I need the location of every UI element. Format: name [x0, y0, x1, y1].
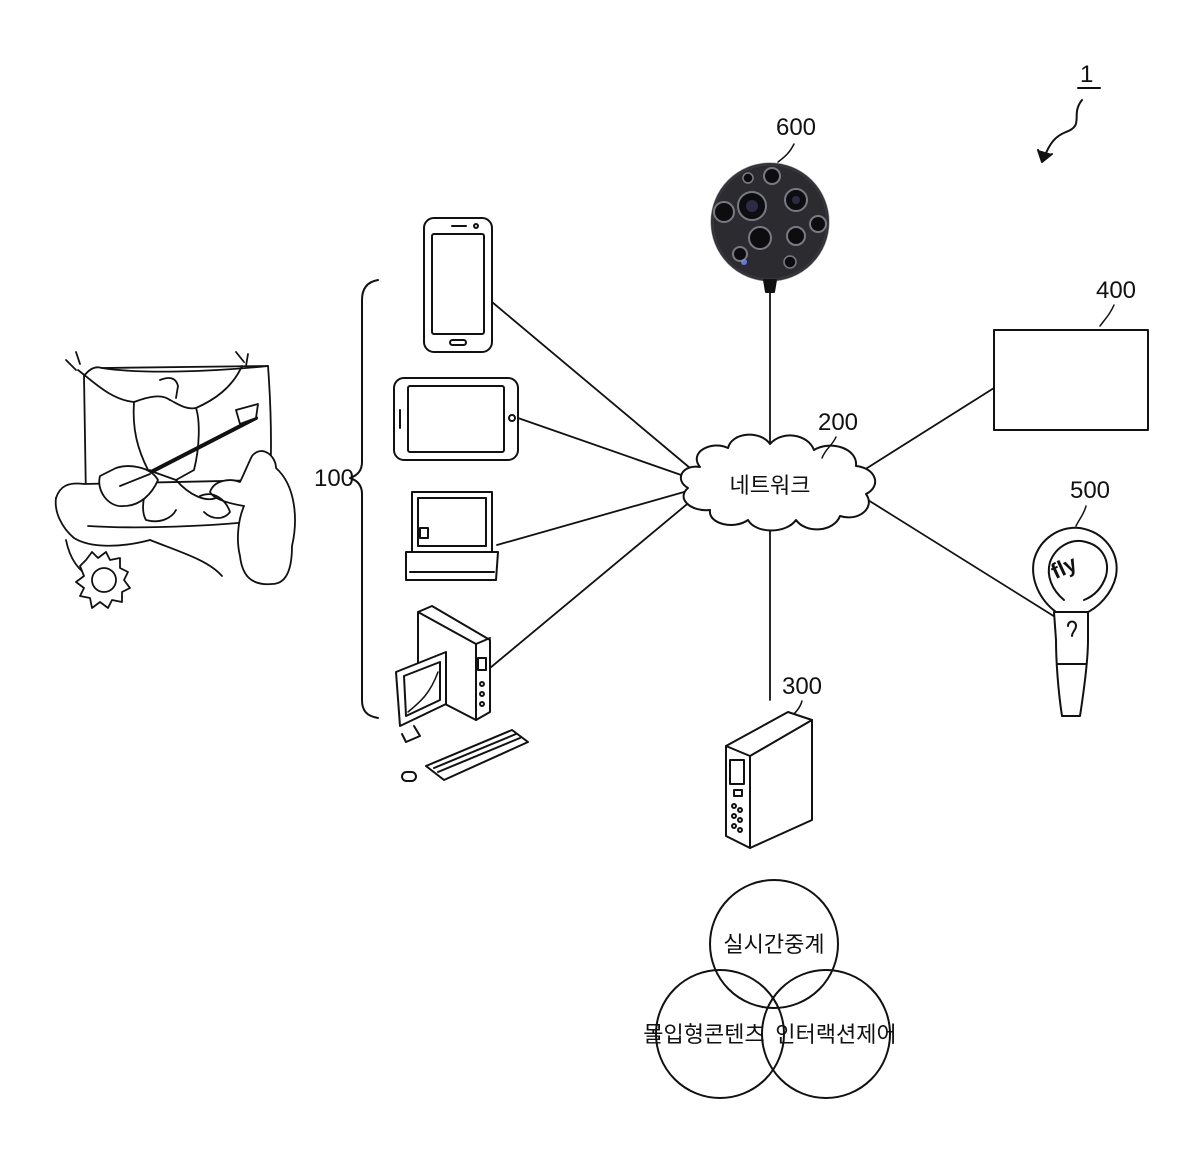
link-network-lightstick — [868, 500, 1060, 620]
terminals-ref: 100 — [314, 465, 354, 492]
venn-label-live: 실시간중계 — [723, 932, 824, 957]
camera-ref: 600 — [776, 114, 816, 141]
lightstick-icon: fly — [1033, 528, 1116, 716]
display-box — [994, 330, 1148, 430]
smartphone-icon — [424, 218, 492, 352]
gear-icon — [76, 552, 130, 608]
network-node: 네트워크 200 — [681, 409, 875, 531]
terminal-bracket — [350, 280, 378, 718]
figure-reference: 1 — [1038, 61, 1100, 162]
network-ref: 200 — [818, 409, 858, 436]
link-desktop-network — [490, 500, 692, 668]
lightstick-ref: 500 — [1070, 477, 1110, 504]
server-node: 300 — [726, 673, 822, 848]
laptop-icon — [406, 492, 498, 580]
server-ref: 300 — [782, 673, 822, 700]
user-terminal-group: 100 — [314, 218, 528, 781]
arrow-head — [1038, 150, 1052, 162]
link-network-display — [864, 388, 994, 470]
display-node: 400 — [994, 277, 1148, 430]
figure-number: 1 — [1080, 61, 1093, 88]
link-tablet-network — [518, 418, 684, 476]
server-tower-icon — [726, 712, 812, 848]
venn-label-interaction: 인터랙션제어 — [775, 1022, 896, 1047]
360-camera-icon — [712, 164, 828, 292]
display-ref: 400 — [1096, 277, 1136, 304]
performer-stage-illustration — [56, 352, 295, 608]
lightstick-node: 500 fly — [1033, 477, 1116, 716]
venn-label-immersive: 몰입형콘텐츠 — [643, 1022, 764, 1047]
vr-camera-node: 600 — [712, 114, 828, 292]
tablet-icon — [394, 378, 518, 460]
desktop-computer-icon — [396, 606, 528, 781]
link-laptop-network — [497, 492, 684, 545]
network-label: 네트워크 — [730, 473, 811, 498]
service-venn-diagram: 실시간중계 몰입형콘텐츠 인터랙션제어 — [643, 880, 896, 1098]
